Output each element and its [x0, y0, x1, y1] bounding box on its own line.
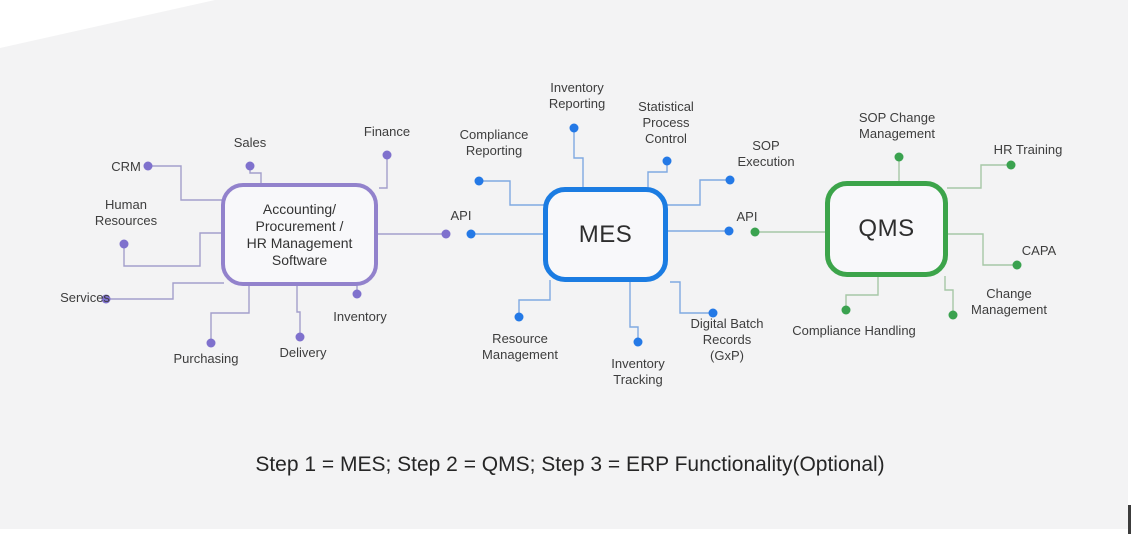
dot-erp-api — [441, 229, 451, 239]
dot-change-management — [948, 310, 958, 320]
connector-resource-management — [518, 280, 551, 317]
connector-purchasing — [210, 285, 250, 341]
step-caption: Step 1 = MES; Step 2 = QMS; Step 3 = ERP… — [255, 453, 885, 476]
dot-delivery — [295, 332, 305, 342]
dot-sop-change-management — [894, 152, 904, 162]
connector-hr-training — [947, 164, 1011, 189]
connector-capa — [947, 233, 1017, 266]
connector-statistical-process-control — [647, 161, 668, 189]
connector-services — [106, 282, 224, 300]
dot-compliance-reporting — [474, 176, 484, 186]
node-qms: QMS — [825, 181, 948, 277]
dot-crm — [143, 161, 153, 171]
label-finance: Finance — [363, 124, 411, 139]
label-api-left: API — [450, 208, 472, 223]
dot-human-resources — [119, 239, 129, 249]
label-compliance-handling: Compliance Handling — [792, 323, 916, 338]
dot-capa — [1012, 260, 1022, 270]
label-inventory-tracking: Inventory Tracking — [611, 356, 665, 387]
connector-compliance-handling — [845, 275, 879, 310]
connector-crm — [148, 165, 222, 201]
dot-sop-execution — [725, 175, 735, 185]
dot-compliance-handling — [841, 305, 851, 315]
connector-compliance-reporting — [479, 180, 545, 206]
dot-purchasing — [206, 338, 216, 348]
label-inventory: Inventory — [333, 309, 387, 324]
connector-sop-execution — [666, 179, 730, 206]
label-sales: Sales — [233, 135, 267, 150]
dot-finance — [382, 150, 392, 160]
label-sop-execution: SOP Execution — [737, 138, 795, 169]
label-hr-training: HR Training — [993, 142, 1063, 157]
dot-inventory-reporting — [569, 123, 579, 133]
connector-delivery — [296, 285, 301, 335]
label-human-resources: Human Resources — [94, 197, 158, 228]
connector-change-management — [944, 276, 954, 315]
label-change-management: Change Management — [971, 286, 1047, 317]
dot-hr-training — [1006, 160, 1016, 170]
node-mes: MES — [543, 187, 668, 282]
label-statistical-process-control: Statistical Process Control — [638, 99, 694, 146]
connector-inventory-reporting — [573, 128, 584, 189]
label-services: Services — [60, 290, 110, 305]
label-digital-batch-records: Digital Batch Records (GxP) — [690, 316, 764, 363]
dot-inventory — [352, 289, 362, 299]
label-compliance-reporting: Compliance Reporting — [459, 127, 529, 158]
label-inventory-reporting: Inventory Reporting — [548, 80, 606, 111]
dot-statistical-process-control — [662, 156, 672, 166]
label-resource-management: Resource Management — [482, 331, 558, 362]
bottom-edge-strip — [0, 529, 1132, 534]
label-crm: CRM — [111, 159, 141, 174]
dot-resource-management — [514, 312, 524, 322]
dot-qms-api — [750, 227, 760, 237]
label-sop-change-management: SOP Change Management — [858, 110, 936, 141]
node-erp-software: Accounting/ Procurement / HR Management … — [221, 183, 378, 286]
dot-inventory-tracking — [633, 337, 643, 347]
label-capa: CAPA — [1021, 243, 1057, 258]
dot-services — [101, 294, 111, 304]
dot-digital-batch-records — [708, 308, 718, 318]
connector-human-resources — [123, 232, 222, 267]
label-delivery: Delivery — [279, 345, 327, 360]
right-edge-strip — [1128, 0, 1132, 534]
dot-api-right — [724, 226, 734, 236]
connector-finance — [379, 155, 388, 189]
dot-sales — [245, 161, 255, 171]
dot-api-left — [466, 229, 476, 239]
label-purchasing: Purchasing — [173, 351, 239, 366]
connector-inventory-tracking — [629, 280, 639, 342]
connector-digital-batch-records — [670, 281, 713, 314]
scrollbar-thumb[interactable] — [1128, 505, 1131, 534]
label-api-right: API — [736, 209, 758, 224]
